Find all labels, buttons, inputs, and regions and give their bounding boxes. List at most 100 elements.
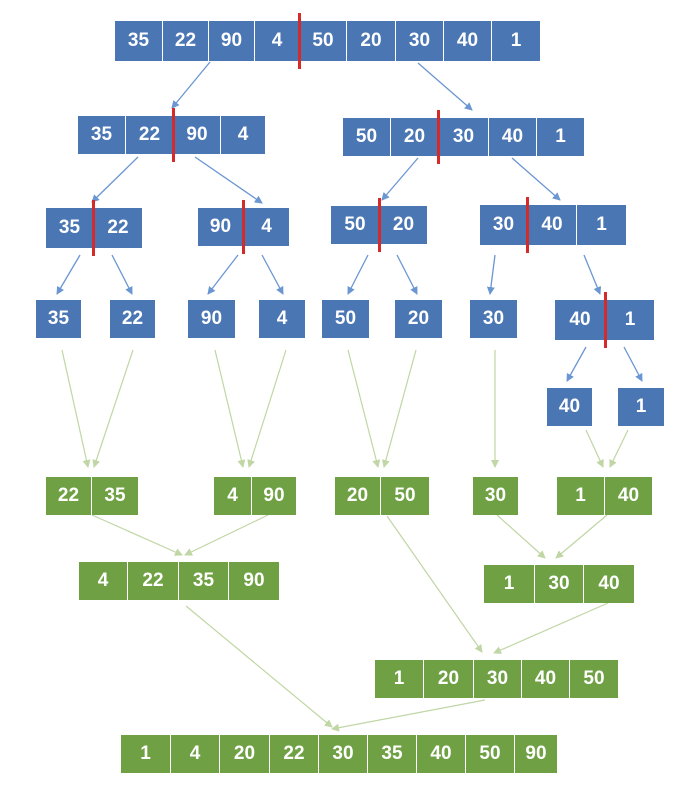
split-array-level4-0: 40 <box>547 388 592 426</box>
split-arrow <box>486 254 496 295</box>
split-arrow <box>583 254 602 295</box>
split-arrow <box>623 346 643 382</box>
array-cell: 90 <box>514 735 557 773</box>
merge-arrow <box>555 514 608 559</box>
merge-arrow <box>92 349 134 468</box>
array-cell: 1 <box>375 660 423 698</box>
merge-arrow <box>609 429 629 468</box>
merge-arrow <box>381 349 417 468</box>
split-arrow <box>207 254 239 295</box>
array-cell: 20 <box>379 206 427 244</box>
array-cell: 40 <box>488 118 536 156</box>
array-cell: 30 <box>470 300 517 338</box>
split-divider <box>91 200 95 256</box>
merge-arrow <box>493 602 609 654</box>
array-cell: 35 <box>91 477 138 515</box>
array-cell: 30 <box>480 205 527 245</box>
split-arrow <box>381 157 419 201</box>
array-cell: 90 <box>208 21 254 61</box>
split-divider <box>297 13 301 69</box>
merge-arrow <box>585 429 604 468</box>
array-cell: 1 <box>536 118 584 156</box>
array-cell: 40 <box>527 205 576 245</box>
array-cell: 20 <box>423 660 473 698</box>
array-cell: 20 <box>219 735 269 773</box>
merge-arrow <box>185 605 333 728</box>
array-cell: 4 <box>214 477 251 515</box>
array-cell: 35 <box>36 300 81 338</box>
split-arrow <box>171 61 211 109</box>
split-arrow <box>111 254 133 295</box>
split-divider <box>436 110 440 164</box>
merge-arrow <box>214 349 246 468</box>
split-array-level3-5: 20 <box>395 300 442 338</box>
array-cell: 35 <box>46 208 93 248</box>
split-arrow <box>194 156 263 204</box>
merge-arrow <box>331 699 486 732</box>
array-cell: 50 <box>380 477 429 515</box>
array-cell: 4 <box>79 562 127 600</box>
array-cell: 4 <box>259 300 305 338</box>
array-cell: 4 <box>220 116 265 154</box>
array-cell: 90 <box>198 208 243 246</box>
split-divider <box>603 292 607 348</box>
split-array-level3-0: 35 <box>36 300 81 338</box>
array-cell: 30 <box>318 735 367 773</box>
array-cell: 22 <box>93 208 142 248</box>
array-cell: 1 <box>576 205 626 245</box>
array-cell: 30 <box>473 660 521 698</box>
array-cell: 40 <box>443 21 491 61</box>
merge-arrow <box>91 514 183 556</box>
array-cell: 50 <box>343 118 390 156</box>
array-cell: 4 <box>170 735 219 773</box>
array-cell: 50 <box>569 660 618 698</box>
array-cell: 1 <box>557 477 604 515</box>
merge-arrow <box>247 349 287 468</box>
split-arrow <box>396 254 418 295</box>
array-cell: 40 <box>604 477 652 515</box>
array-cell: 90 <box>251 477 296 515</box>
split-arrow <box>347 254 369 295</box>
array-cell: 90 <box>228 562 279 600</box>
array-cell: 1 <box>605 300 654 340</box>
array-cell: 35 <box>78 116 125 154</box>
array-cell: 30 <box>473 477 518 515</box>
array-cell: 22 <box>125 116 173 154</box>
array-cell: 35 <box>115 21 162 61</box>
array-cell: 22 <box>162 21 208 61</box>
array-cell: 30 <box>534 565 583 603</box>
array-cell: 40 <box>521 660 569 698</box>
array-cell: 50 <box>299 21 346 61</box>
array-cell: 20 <box>390 118 438 156</box>
array-cell: 50 <box>465 735 514 773</box>
array-cell: 40 <box>555 300 605 340</box>
array-cell: 1 <box>618 388 664 426</box>
array-cell: 35 <box>367 735 416 773</box>
split-array-level3-3: 4 <box>259 300 305 338</box>
array-cell: 90 <box>188 300 235 338</box>
split-array-level3-4: 50 <box>322 300 369 338</box>
split-arrow <box>261 254 284 295</box>
split-divider <box>171 108 175 162</box>
array-cell: 4 <box>254 21 299 61</box>
merge-arrow <box>347 349 381 468</box>
split-arrow <box>56 254 81 295</box>
array-cell: 40 <box>583 565 634 603</box>
